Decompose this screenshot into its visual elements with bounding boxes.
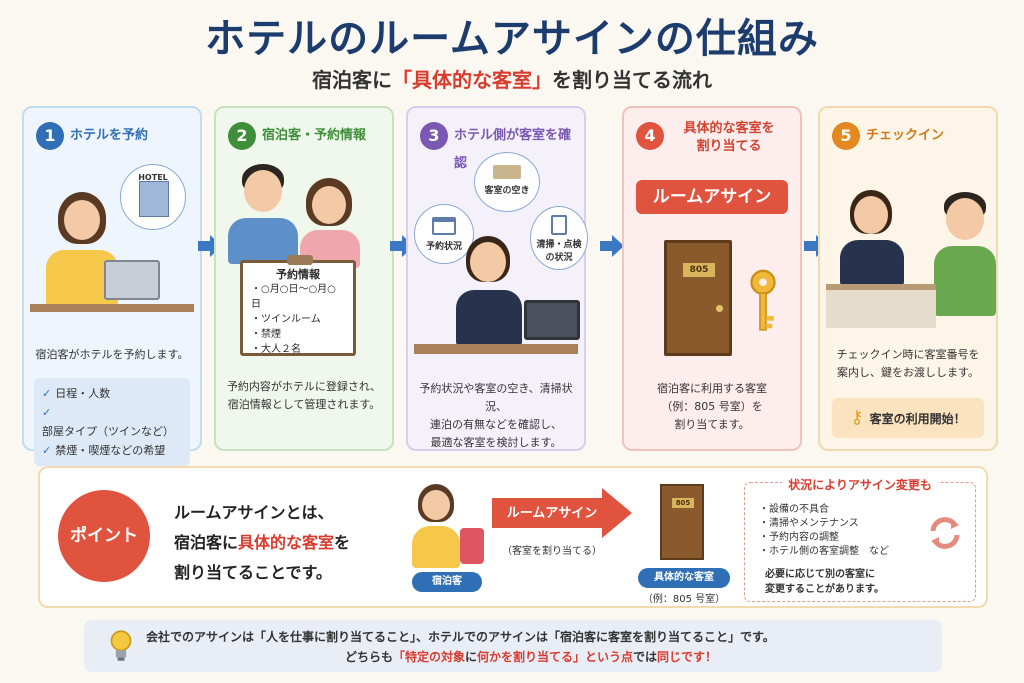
list-item: ・ホテル側の客室調整 など [759, 546, 889, 557]
change-note: 必要に応じて別の客室に変更することがあります。 [765, 569, 884, 595]
point-label: ポイント [58, 490, 150, 582]
step-3-panel: 3 ホテル側が客室を確認 客室の空き 予約状況 清掃・点検の状況 予約状況や客室… [406, 106, 588, 451]
desk [30, 304, 194, 312]
step-number: 3 [420, 122, 448, 150]
computer-monitor-icon [524, 300, 580, 340]
key-icon [750, 269, 776, 331]
step-title: ホテルを予約 [70, 128, 149, 143]
guest-label: 宿泊客 [412, 572, 482, 592]
step-4-panel: 4 具体的な客室を割り当てる ルームアサイン 805 宿泊客に利用する客室（例：… [622, 106, 802, 451]
step-title: チェックイン [866, 128, 945, 143]
room-number-plate: 805 [683, 263, 715, 277]
hotel-staff [454, 236, 524, 346]
checking-in-guest [932, 192, 998, 322]
room-assign-badge: ルームアサイン [636, 180, 788, 214]
bed-icon [493, 165, 521, 179]
clipboard-icon [551, 215, 567, 235]
clip-icon [287, 255, 313, 265]
subtitle-highlight: 「具体的な客室」 [392, 68, 552, 92]
cleaning-status-bubble: 清掃・点検の状況 [530, 206, 588, 270]
refresh-icon [930, 517, 960, 549]
board-item: ・ツインルーム [251, 314, 321, 325]
step-1-panel: 1 ホテルを予約 HOTEL 宿泊客がホテルを予約します。 ✓日程・人数 ✓部屋… [22, 106, 202, 466]
page-title: ホテルのルームアサインの仕組み [205, 16, 819, 62]
check-icon: ✓ [42, 387, 52, 400]
reception-counter [826, 284, 936, 328]
list-item: ・設備の不具合 [759, 504, 829, 515]
check-icon: ✓ [42, 444, 52, 457]
room-use-start-box: ⚷客室の利用開始！ [832, 398, 984, 438]
step-number: 5 [832, 122, 860, 150]
hotel-sign: HOTEL [138, 173, 168, 182]
page-subtitle: 宿泊客に「具体的な客室」を割り当てる流れ [0, 64, 1024, 93]
assignment-change-box: 状況によりアサイン変更も ・設備の不具合 ・清掃やメンテナンス ・予約内容の調整… [744, 478, 976, 602]
board-item: ・禁煙 [251, 329, 281, 340]
male-guest [228, 164, 298, 264]
room-example: （例：805 号室） [642, 594, 726, 605]
step-5-panel: 5 チェックイン チェックイン時に客室番号を案内し、鍵をお渡しします。 ⚷客室の… [818, 106, 998, 451]
reservation-clipboard: 予約情報 ・○月○日～○月○日 ・ツインルーム ・禁煙 ・大人２名 [240, 255, 356, 356]
subtitle-pre: 宿泊客に [312, 68, 392, 92]
room-door-icon: 805 [660, 484, 704, 560]
step-description: 宿泊客がホテルを予約します。 [35, 348, 189, 361]
step-2-panel: 2 宿泊客・予約情報 予約情報 ・○月○日～○月○日 ・ツインルーム ・禁煙 ・… [214, 106, 394, 451]
booking-status-bubble: 予約状況 [414, 204, 474, 264]
key-icon: ⚷ [850, 407, 864, 428]
room-number-plate: 805 [672, 498, 694, 508]
point-panel: ポイント ルームアサインとは、 宿泊客に具体的な客室を 割り当てることです。 宿… [38, 466, 988, 608]
summary-line-1: 会社でのアサインは「人を仕事に割り当てること」、ホテルでのアサインは「宿泊客に客… [146, 630, 775, 644]
list-item: ✓部屋タイプ（ツインなど） [42, 406, 174, 438]
board-title: 予約情報 [276, 268, 320, 281]
list-item: ・清掃やメンテナンス [759, 518, 859, 529]
list-item: ✓日程・人数 [42, 387, 111, 400]
step-title: 宿泊客・予約情報 [262, 128, 367, 143]
laptop-icon [104, 260, 160, 300]
step-description: チェックイン時に客室番号を案内し、鍵をお渡しします。 [836, 348, 980, 379]
list-item: ・予約内容の調整 [759, 532, 839, 543]
hotel-bubble: HOTEL [120, 164, 186, 230]
list-item: ✓禁煙・喫煙などの希望 [42, 444, 166, 457]
step-number: 4 [636, 122, 664, 150]
hotel-building-icon [139, 181, 169, 217]
room-availability-bubble: 客室の空き [474, 152, 540, 212]
step-description: 予約内容がホテルに登録され、宿泊情報として管理されます。 [226, 380, 382, 411]
change-title: 状況によりアサイン変更も [745, 474, 975, 493]
assign-arrow-label: ルームアサイン [506, 506, 598, 521]
summary-line-2: どちらも「特定の対象に何かを割り当てる」という点では同じです！ [344, 650, 718, 664]
door-knob [716, 305, 723, 312]
step-number: 1 [36, 122, 64, 150]
room-label: 具体的な客室 [638, 568, 730, 588]
step-description: 予約状況や客室の空き、清掃状況、連泊の有無などを確認し、最適な客室を検討します。 [419, 382, 573, 449]
flow-arrow-icon [600, 235, 624, 257]
step-title: ホテル側が客室を確認 [454, 128, 572, 171]
assign-arrow-sub: （客室を割り当てる） [502, 546, 602, 557]
step-description: 宿泊客に利用する客室（例：805 号室）を割り当てます。 [657, 382, 767, 431]
booking-criteria-list: ✓日程・人数 ✓部屋タイプ（ツインなど） ✓禁煙・喫煙などの希望 [34, 378, 190, 466]
front-desk [414, 344, 578, 354]
step-number: 2 [228, 122, 256, 150]
assign-arrow-icon [492, 488, 632, 538]
calendar-icon [432, 217, 456, 235]
subtitle-post: を割り当てる流れ [552, 68, 712, 92]
point-text: ルームアサインとは、 宿泊客に具体的な客室を 割り当てることです。 [174, 503, 351, 582]
summary-note: 会社でのアサインは「人を仕事に割り当てること」、ホテルでのアサインは「宿泊客に客… [84, 620, 942, 672]
guest-with-suitcase [412, 484, 462, 568]
board-item: ・大人２名 [251, 344, 301, 355]
board-item: ・○月○日～○月○日 [251, 284, 336, 310]
room-door-icon: 805 [664, 240, 732, 356]
lightbulb-icon [110, 630, 132, 661]
step-title: 具体的な客室を割り当てる [683, 121, 775, 154]
check-icon: ✓ [42, 406, 52, 419]
receptionist [840, 190, 904, 286]
suitcase-icon [460, 528, 484, 564]
change-reasons-list: ・設備の不具合 ・清掃やメンテナンス ・予約内容の調整 ・ホテル側の客室調整 な… [759, 503, 889, 559]
